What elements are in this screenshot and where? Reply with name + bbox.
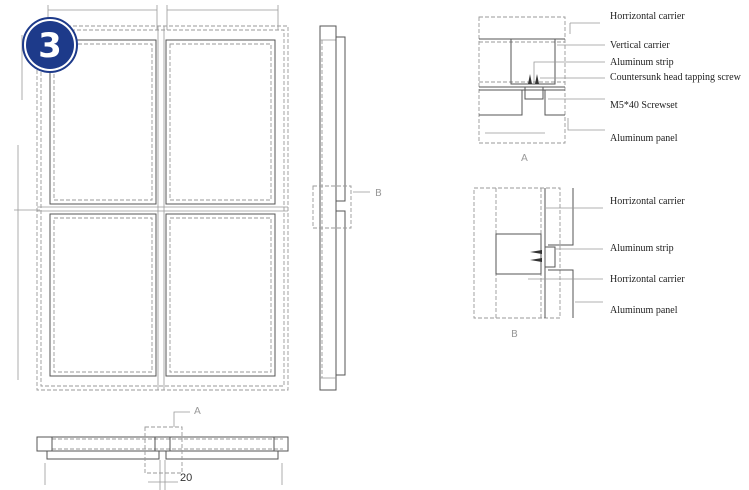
detail-a-label: Aluminum panel — [610, 133, 678, 144]
detail-a-label: Countersunk head tapping screw — [610, 72, 742, 83]
detail-a-label: M5*40 Screwset — [610, 100, 678, 111]
gap-dimension: 20 — [180, 472, 192, 484]
detail-a-label: Vertical carrier — [610, 40, 670, 51]
detail-b-label: Horrizontal carrier — [610, 196, 685, 207]
panel-bottom-right — [165, 213, 276, 377]
detail-b-label: Aluminum strip — [610, 243, 674, 254]
detail-b-caption: B — [511, 329, 518, 340]
callout-box-b — [312, 185, 352, 229]
panel-bottom-left — [49, 213, 157, 377]
panel-top-right — [165, 39, 276, 205]
detail-a-label: Horrizontal carrier — [610, 11, 685, 22]
step-badge: 3 — [22, 17, 78, 73]
detail-b-label: Horrizontal carrier — [610, 274, 685, 285]
detail-b: Horrizontal carrier Aluminum strip Horri… — [473, 187, 685, 340]
panel-top-left — [49, 39, 157, 205]
plan-section: A 20 — [36, 406, 289, 490]
side-elevation: B — [312, 25, 382, 391]
step-number: 3 — [38, 26, 62, 66]
callout-label-b: B — [375, 188, 382, 199]
callout-box-a — [144, 426, 183, 474]
callout-label-a: A — [194, 406, 201, 417]
dimension-lines — [14, 5, 279, 380]
detail-a: Horrizontal carrier Vertical carrier Alu… — [478, 11, 742, 164]
detail-a-label: Aluminum strip — [610, 57, 674, 68]
front-elevation — [14, 5, 289, 391]
detail-a-caption: A — [521, 153, 528, 164]
detail-b-label: Aluminum panel — [610, 305, 678, 316]
